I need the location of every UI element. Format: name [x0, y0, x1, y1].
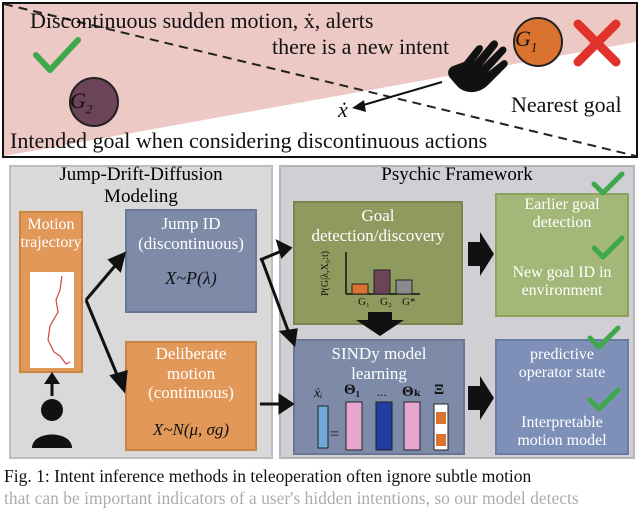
goal-to-output-arrow [468, 232, 494, 276]
cross-icon [573, 19, 621, 67]
deliberate-formula: X~N(μ, σg) [152, 420, 230, 439]
sindy-xdot-label: ẋᵢ [314, 386, 323, 401]
goal1-label: G1 [515, 26, 538, 55]
trajectory-line [47, 275, 71, 365]
jump-arrows [259, 239, 298, 415]
headline-line2: there is a new intent [272, 34, 450, 59]
trajectory-plot [30, 272, 74, 368]
sindy-to-output-arrow [468, 376, 494, 420]
bar-1 [373, 269, 391, 295]
bar-2 [395, 279, 413, 295]
jump-box [125, 209, 257, 313]
check-icon [591, 171, 625, 196]
goal-to-sindy-arrow [356, 312, 404, 336]
framework-diagram [9, 165, 635, 459]
deliberate-box [125, 341, 257, 451]
bar-label-g2: G₂ [380, 296, 392, 308]
check-icon [591, 235, 625, 260]
bar-label-g1: G₁ [358, 296, 370, 308]
sindy-theta1-column [345, 401, 363, 451]
goal1-circle [513, 17, 563, 67]
bar-0 [351, 283, 369, 295]
jump-label: Jump ID(discontinuous) [138, 214, 244, 253]
intended-goal-label: Intended goal when considering discontin… [10, 128, 488, 153]
sindy-theta1-label: Θ₁ [344, 382, 361, 398]
caption-line1: Fig. 1: Intent inference methods in tele… [4, 466, 532, 486]
caption-line2: that can be important indicators of a us… [4, 488, 579, 508]
sindy-thetak-column [403, 401, 421, 451]
chart-y-label: P(G|λ,X₀:t) [320, 250, 331, 296]
goal2-circle [69, 77, 119, 127]
split-arrows [84, 251, 128, 394]
headline-line1: Discontinuous sudden motion, ẋ, alerts [30, 8, 374, 33]
chart-bars [351, 269, 413, 295]
psychic-title: Psychic Framework [381, 164, 533, 185]
sindy-thetak-label: Θₖ [402, 384, 422, 400]
jump-formula: X~P(λ) [165, 268, 217, 288]
sindy-dots-column [375, 401, 393, 451]
check-icon [587, 325, 621, 350]
motion-arrow [359, 81, 443, 107]
diagonal-divider [3, 3, 637, 157]
check-icon [587, 387, 621, 412]
sindy-equals: = [330, 426, 340, 443]
top-scene [2, 2, 638, 158]
sindy-xi-label: Ξ [434, 382, 445, 398]
goal2-label: G2 [70, 88, 93, 117]
user-icon [32, 399, 72, 448]
model-outputs-box [495, 339, 629, 455]
sindy-xdot-vector [317, 405, 329, 449]
bar-label-gstar: G* [402, 296, 416, 308]
check-icon [33, 37, 81, 73]
nearest-goal-label: Nearest goal [511, 92, 622, 117]
xdot-label: ẋ [338, 97, 348, 122]
hand-icon [448, 40, 508, 93]
sindy-dots-label: ... [377, 384, 387, 399]
